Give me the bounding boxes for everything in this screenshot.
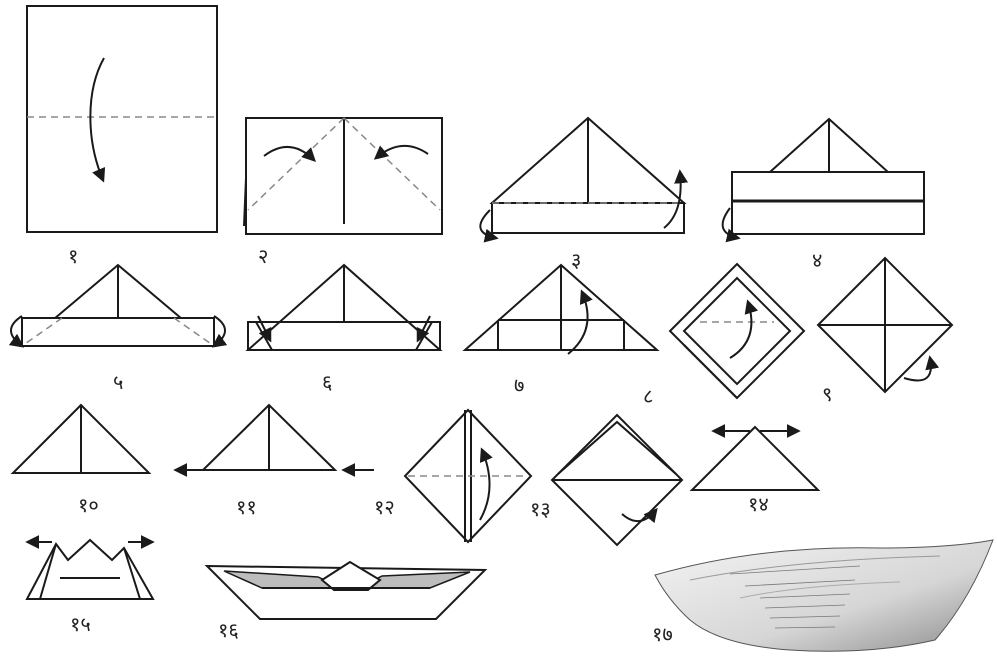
step-label-9: ९ [822, 384, 832, 404]
step-1-figure [27, 6, 217, 232]
step-label-4: ४ [812, 250, 822, 270]
step-label-1: १ [68, 246, 78, 266]
step-label-3: ३ [571, 250, 581, 270]
step-label-17: १७ [652, 624, 673, 644]
step-label-8: ८ [643, 386, 653, 406]
step-16-figure [207, 562, 485, 619]
step-label-14: १४ [748, 494, 769, 514]
step-11-figure [176, 405, 374, 470]
step-17-boat-photo [655, 540, 993, 651]
step-13-figure [552, 415, 682, 545]
step-9-figure [818, 258, 952, 392]
step-label-12: १२ [374, 497, 395, 517]
step-4-figure [723, 119, 924, 238]
step-8-figure [670, 264, 804, 398]
step-2-figure [244, 118, 442, 234]
step-label-5: ५ [113, 372, 123, 392]
step-label-10: १० [78, 495, 99, 515]
step-label-11: ११ [236, 497, 257, 517]
step-5-figure [11, 265, 225, 346]
step-12-figure [405, 410, 531, 542]
step-label-2: २ [258, 246, 268, 266]
step-label-13: १३ [530, 499, 551, 519]
step-6-figure [248, 265, 440, 350]
step-3-figure [480, 118, 684, 238]
step-label-15: १५ [70, 614, 91, 634]
step-14-figure [692, 427, 818, 490]
step-15-figure [27, 540, 153, 599]
step-10-figure [13, 405, 149, 473]
step-label-16: १६ [218, 620, 239, 640]
step-7-figure [465, 265, 657, 354]
step-label-7: ७ [514, 375, 524, 395]
step-label-6: ६ [322, 372, 332, 392]
